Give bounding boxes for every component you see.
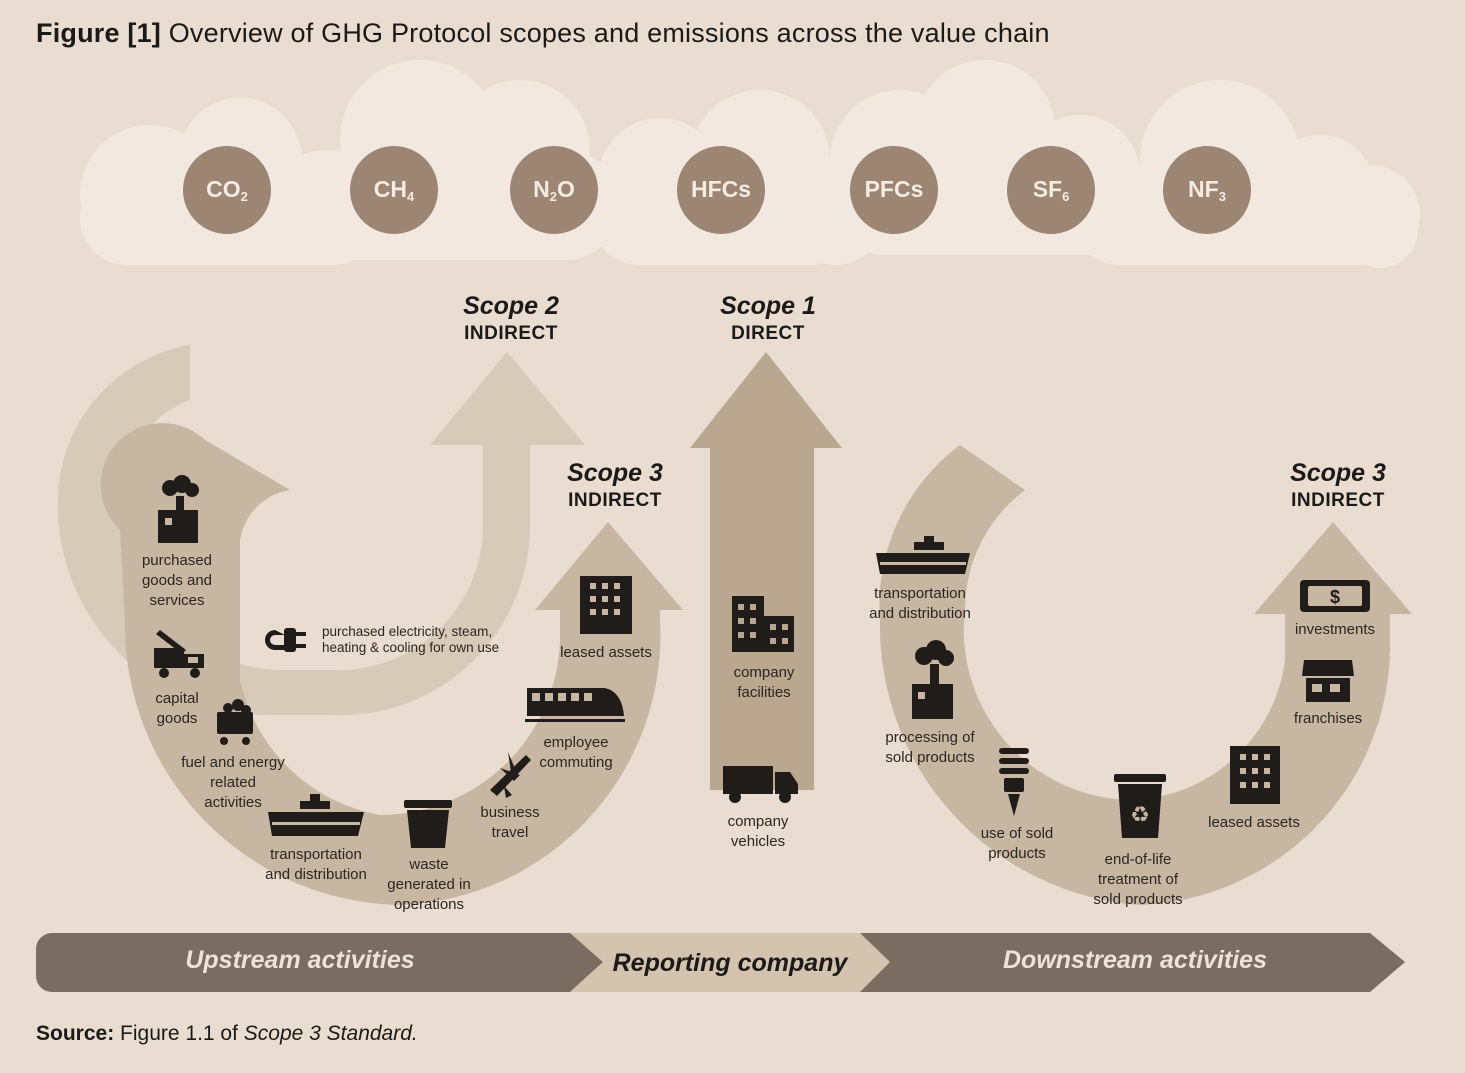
ship-downstream-icon xyxy=(876,536,970,574)
lightbulb-icon xyxy=(999,748,1029,816)
gas-circle-co2 xyxy=(183,146,271,234)
gas-pfcs: PFCs xyxy=(864,176,924,202)
gas-circles xyxy=(183,146,1251,234)
scope1-arrow xyxy=(690,352,842,790)
label-waste: waste generated in operations xyxy=(387,856,471,913)
source-work: Scope 3 Standard. xyxy=(243,1022,418,1045)
gas-circle-nf3 xyxy=(1163,146,1251,234)
label-employee-commuting: employee commuting xyxy=(539,734,613,771)
label-upstream-transport: transportation and distribution xyxy=(265,846,367,883)
train-icon xyxy=(525,688,625,722)
gas-circle-ch4 xyxy=(350,146,438,234)
crane-truck-icon xyxy=(154,630,204,678)
processing-factory-icon xyxy=(912,640,954,719)
scope3-upstream-kind: INDIRECT xyxy=(568,490,662,511)
label-capital-goods: capital goods xyxy=(155,690,199,727)
scope1-label: Scope 1 DIRECT xyxy=(693,292,843,345)
scope3-upstream-label: Scope 3 INDIRECT xyxy=(540,459,690,512)
label-company-vehicles: company vehicles xyxy=(727,813,789,850)
scope2-arrow xyxy=(57,345,586,716)
scope3-downstream-name: Scope 3 xyxy=(1290,459,1386,487)
label-franchises: franchises xyxy=(1293,710,1363,727)
gas-circle-pfcs xyxy=(850,146,938,234)
label-company-facilities: company facilities xyxy=(733,664,795,701)
band-upstream-label: Upstream activities xyxy=(185,946,415,974)
label-downstream-leased-assets: leased assets xyxy=(1208,814,1300,831)
company-building-icon xyxy=(732,596,794,652)
coal-cart-icon xyxy=(217,699,253,745)
label-use-sold-products: use of sold products xyxy=(980,825,1054,862)
source-text: Figure 1.1 of xyxy=(120,1022,238,1045)
icons: ♻ $ xyxy=(154,475,1370,848)
svg-text:♻: ♻ xyxy=(1130,803,1150,828)
band-company xyxy=(570,933,890,992)
band-company-label: Reporting company xyxy=(612,949,848,977)
label-downstream-transport: transportation and distribution xyxy=(869,585,971,622)
ship-icon xyxy=(268,794,364,836)
gas-hfcs: HFCs xyxy=(690,176,752,202)
money-icon: $ xyxy=(1300,580,1370,612)
gas-n2o: N2O xyxy=(533,176,575,204)
figure-caption: Overview of GHG Protocol scopes and emis… xyxy=(168,18,1050,48)
source-note: Source: Figure 1.1 of Scope 3 Standard. xyxy=(36,1022,418,1046)
gas-circle-n2o xyxy=(510,146,598,234)
label-investments: investments xyxy=(1294,621,1376,638)
label-business-travel: business travel xyxy=(480,804,540,841)
plug-icon xyxy=(265,628,306,652)
scope1-kind: DIRECT xyxy=(731,323,805,344)
label-upstream-leased-assets: leased assets xyxy=(560,644,652,661)
source-prefix: Source: xyxy=(36,1022,115,1045)
label-purchased-goods: purchased goods and services xyxy=(141,552,213,609)
gas-circle-sf6 xyxy=(1007,146,1095,234)
figure-title: Figure [1] Overview of GHG Protocol scop… xyxy=(36,18,1050,49)
figure-number: Figure [1] xyxy=(36,18,162,48)
waste-bin-icon xyxy=(404,800,452,848)
label-electricity: purchased electricity, steam, heating & … xyxy=(322,624,500,655)
band-upstream xyxy=(36,933,603,992)
gas-nf3: NF3 xyxy=(1188,176,1226,204)
scope3-upstream-name: Scope 3 xyxy=(567,459,663,487)
band-downstream-label: Downstream activities xyxy=(1003,946,1267,974)
storefront-icon xyxy=(1302,660,1354,702)
gas-sf6: SF6 xyxy=(1032,176,1070,204)
factory-icon xyxy=(158,475,199,543)
gas-circle-hfcs xyxy=(677,146,765,234)
airplane-icon xyxy=(490,752,531,798)
scope2-kind: INDIRECT xyxy=(464,323,558,344)
scope1-name: Scope 1 xyxy=(720,292,816,320)
band-downstream xyxy=(860,933,1405,992)
scope2-name: Scope 2 xyxy=(463,292,559,320)
gas-ch4: CH4 xyxy=(373,176,415,204)
scope3-downstream-kind: INDIRECT xyxy=(1291,490,1385,511)
recycle-bin-icon: ♻ xyxy=(1114,774,1166,838)
scope2-label: Scope 2 INDIRECT xyxy=(436,292,586,345)
truck-icon xyxy=(723,766,798,803)
label-fuel-energy: fuel and energy related activities xyxy=(181,754,285,811)
label-processing: processing of sold products xyxy=(885,729,975,766)
leased-building-icon xyxy=(1230,746,1280,804)
label-end-of-life: end-of-life treatment of sold products xyxy=(1093,851,1183,908)
svg-text:$: $ xyxy=(1330,587,1340,607)
scope3-downstream-label: Scope 3 INDIRECT xyxy=(1263,459,1413,512)
scope3-upstream-arrow xyxy=(124,500,683,905)
building-icon xyxy=(580,576,632,634)
gas-co2: CO2 xyxy=(206,176,248,204)
cloud-right xyxy=(1070,80,1420,268)
